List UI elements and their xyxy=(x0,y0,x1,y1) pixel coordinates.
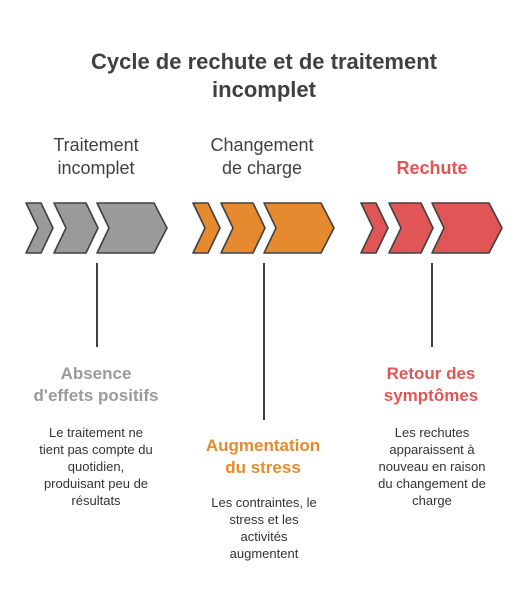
desc-line: nouveau en raison xyxy=(378,459,486,474)
title-line-2: incomplet xyxy=(212,77,316,102)
chevron-orange-1 xyxy=(192,202,221,254)
stage-label-line: Traitement xyxy=(53,135,139,155)
chevron-red-2 xyxy=(388,202,434,254)
chevron-orange-3 xyxy=(263,202,335,254)
desc-line: quotidien, xyxy=(67,459,125,474)
outcome-title-no-effects: Absence d'effets positifs xyxy=(16,363,176,407)
connector-line-3 xyxy=(431,263,433,347)
stage-label-line: incomplet xyxy=(57,158,135,178)
outcome-title-line: Augmentation xyxy=(205,436,321,455)
stage-label-line: Changement xyxy=(210,135,314,155)
diagram-title: Cycle de rechute et de traitement incomp… xyxy=(0,48,528,104)
chevron-gray-1 xyxy=(25,202,54,254)
stage-label-line: de charge xyxy=(221,158,303,178)
stage-label-line: Rechute xyxy=(396,158,468,178)
desc-line: tient pas compte du xyxy=(39,442,153,457)
outcome-title-line: Retour des xyxy=(386,364,476,383)
desc-line: du changement de xyxy=(378,476,486,491)
desc-line: charge xyxy=(412,493,452,508)
desc-line: Le traitement ne xyxy=(49,425,143,440)
outcome-title-line: Absence xyxy=(60,364,132,383)
outcome-title-line: d'effets positifs xyxy=(33,386,159,405)
chevron-orange-2 xyxy=(220,202,266,254)
desc-line: stress et les xyxy=(229,512,299,527)
outcome-title-symptoms: Retour des symptômes xyxy=(351,363,511,407)
connector-line-1 xyxy=(96,263,98,347)
desc-line: activités xyxy=(240,529,288,544)
chevron-red-3 xyxy=(431,202,503,254)
outcome-title-stress: Augmentation du stress xyxy=(183,435,343,479)
outcome-title-line: du stress xyxy=(225,458,301,477)
stage-label-relapse: Rechute xyxy=(347,157,517,180)
stage-label-treatment: Traitement incomplet xyxy=(11,134,181,180)
chevron-gray-3 xyxy=(96,202,168,254)
desc-line: augmentent xyxy=(229,546,299,561)
outcome-desc-no-effects: Le traitement ne tient pas compte du quo… xyxy=(26,424,166,509)
chevron-red-1 xyxy=(360,202,389,254)
title-line-1: Cycle de rechute et de traitement xyxy=(90,49,437,74)
desc-line: résultats xyxy=(71,493,121,508)
outcome-desc-symptoms: Les rechutes apparaissent à nouveau en r… xyxy=(362,424,502,509)
desc-line: produisant peu de xyxy=(43,476,149,491)
desc-line: Les contraintes, le xyxy=(211,495,317,510)
connector-line-2 xyxy=(263,263,265,420)
outcome-desc-stress: Les contraintes, le stress et les activi… xyxy=(194,494,334,562)
desc-line: Les rechutes xyxy=(394,425,470,440)
desc-line: apparaissent à xyxy=(389,442,475,457)
chevron-gray-2 xyxy=(53,202,99,254)
stage-label-load-change: Changement de charge xyxy=(177,134,347,180)
outcome-title-line: symptômes xyxy=(383,386,479,405)
